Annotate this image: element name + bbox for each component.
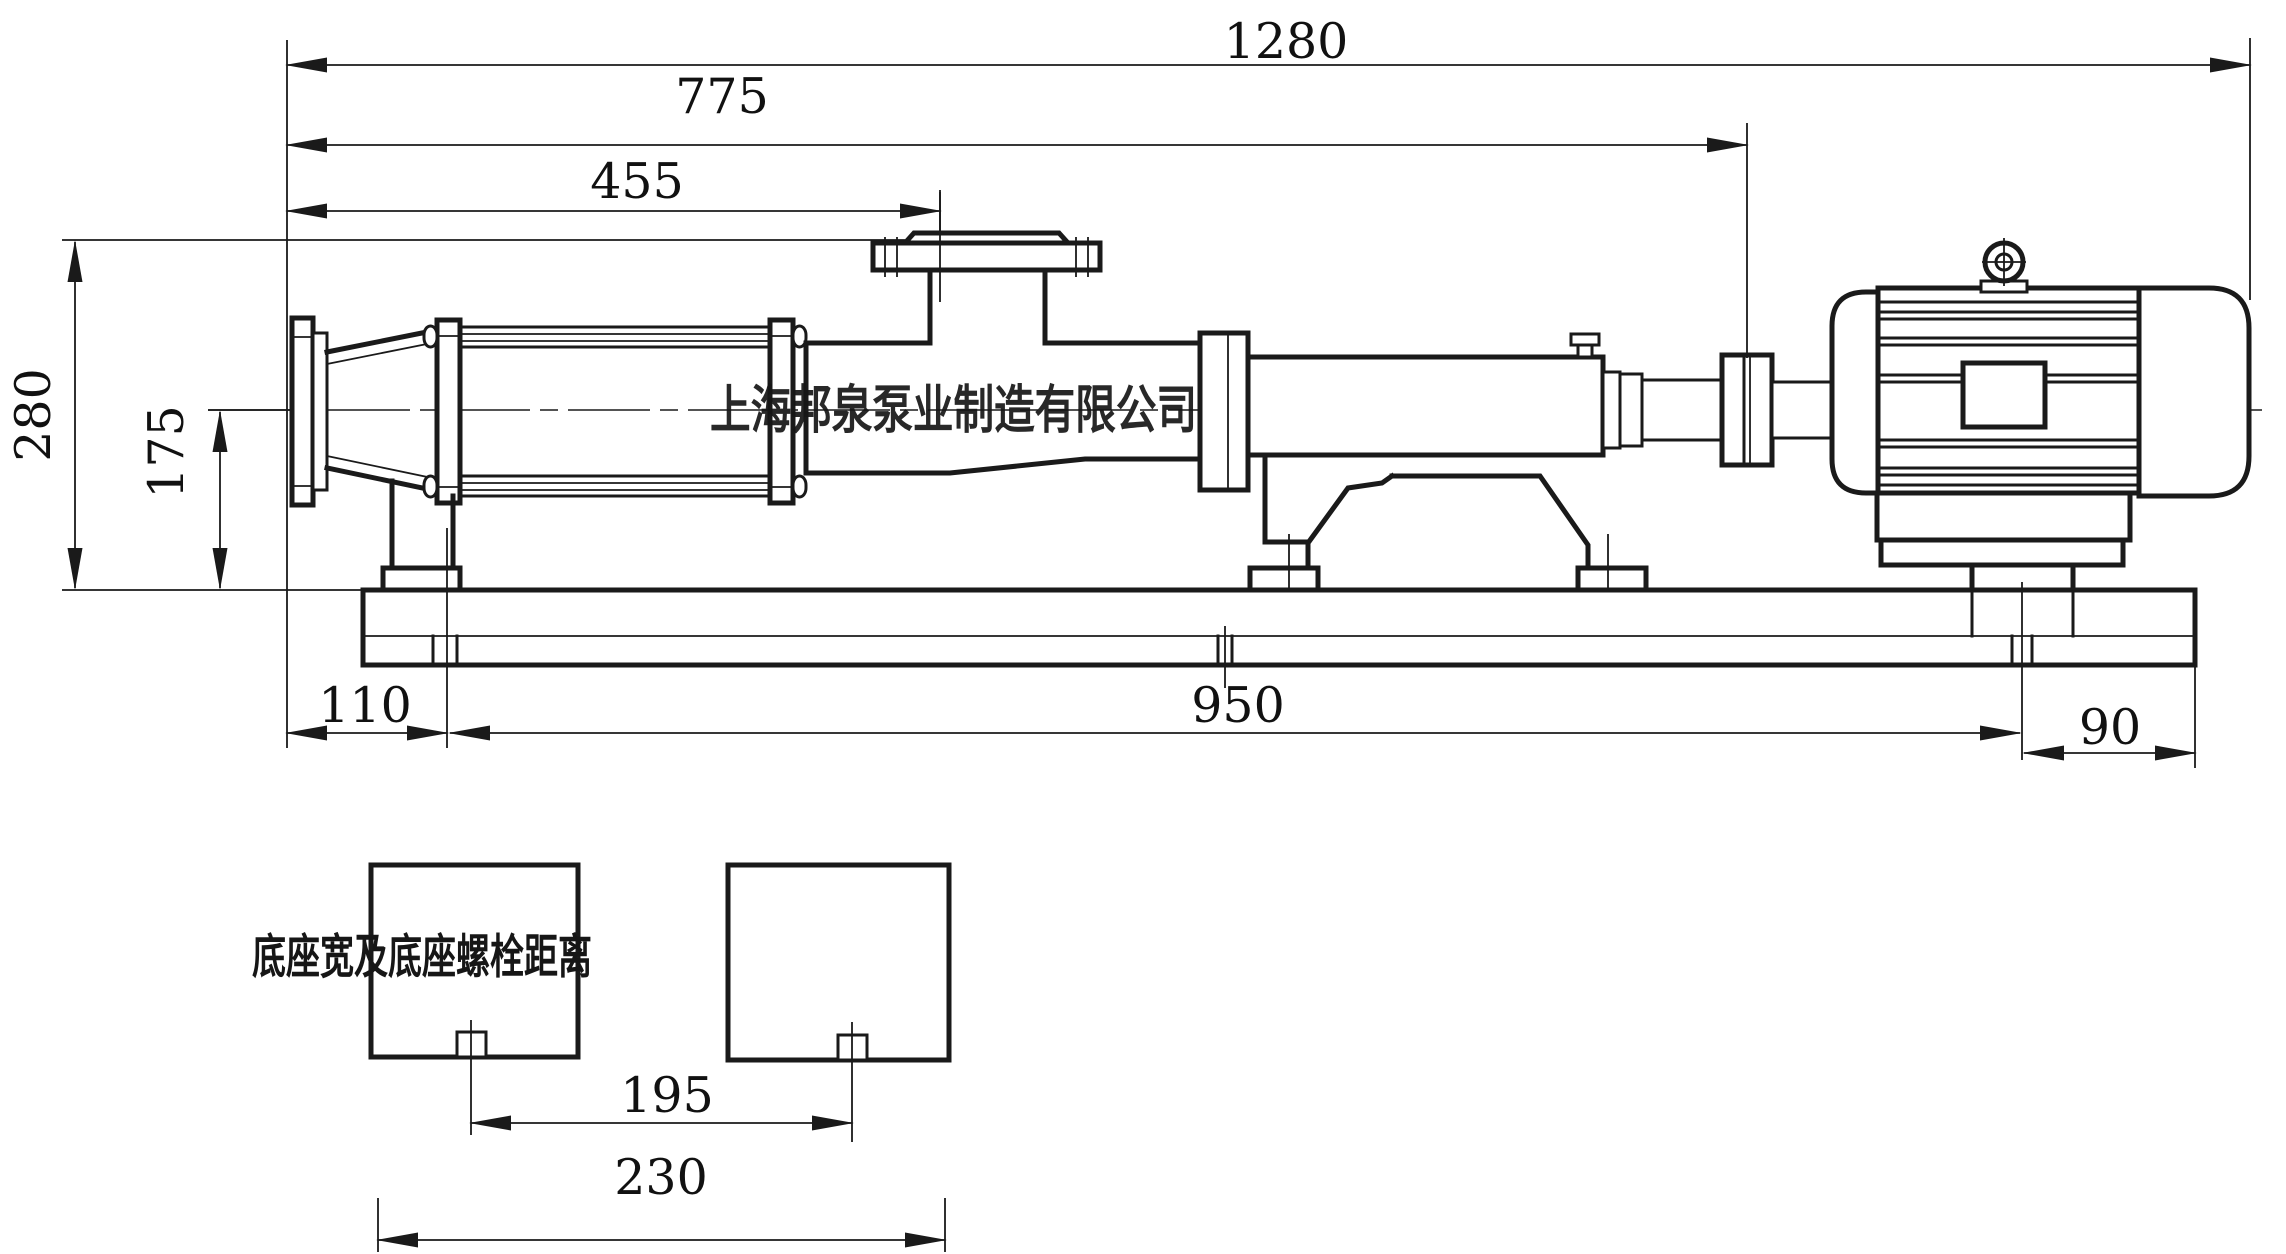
stator-tie-rods [458,325,772,498]
dim-label-bolt-span: 950 [1191,677,1285,734]
discharge-cone [324,327,440,494]
base-rail-left [368,862,581,1060]
dim-label-centerline-height: 175 [138,405,195,499]
support-pedestal [1247,452,1649,600]
base-rail-right [725,862,952,1063]
base-bottom-view [368,862,952,1252]
dim-label-flange-to-coupling: 775 [675,68,769,125]
dim-label-overall-length: 1280 [1224,13,1349,70]
bearing-housing [1245,332,1622,458]
motor [1829,238,2252,593]
dimension-labels: 1280 775 455 280 175 110 950 90 195 230 [5,13,2141,1206]
dim-label-base-width: 230 [614,1149,708,1206]
shaft-and-coupling [1618,352,1834,468]
suction-inlet-flange [870,192,1103,302]
motor-eyebolt [1979,238,2029,294]
stator-rear-ring [767,317,808,506]
lantern-flange-plate [1197,330,1251,493]
dimension-lines [62,38,2252,768]
base-plate [360,587,2198,688]
dim-label-flange-to-bolt: 110 [318,677,412,734]
dim-label-flange-to-inlet: 455 [590,153,684,210]
motor-fan-cover [2136,285,2252,499]
front-pedestal [380,478,463,593]
pump-side-view [289,192,1834,600]
suction-casing [803,267,1203,476]
discharge-flange [289,315,329,508]
base-note-label: 底座宽及底座螺栓距离 [252,930,592,985]
dim-label-inlet-height: 280 [5,368,62,462]
motor-foot [1874,490,2133,593]
dim-label-bolt-spacing: 195 [620,1067,714,1124]
company-watermark: 上海邦泉泵业制造有限公司 [710,381,1197,441]
stator-front-ring [422,317,463,506]
motor-front-end-bell [1829,289,1881,496]
dim-label-motor-bolt-to-end: 90 [2079,699,2141,756]
motor-terminal-box [1960,360,2048,430]
